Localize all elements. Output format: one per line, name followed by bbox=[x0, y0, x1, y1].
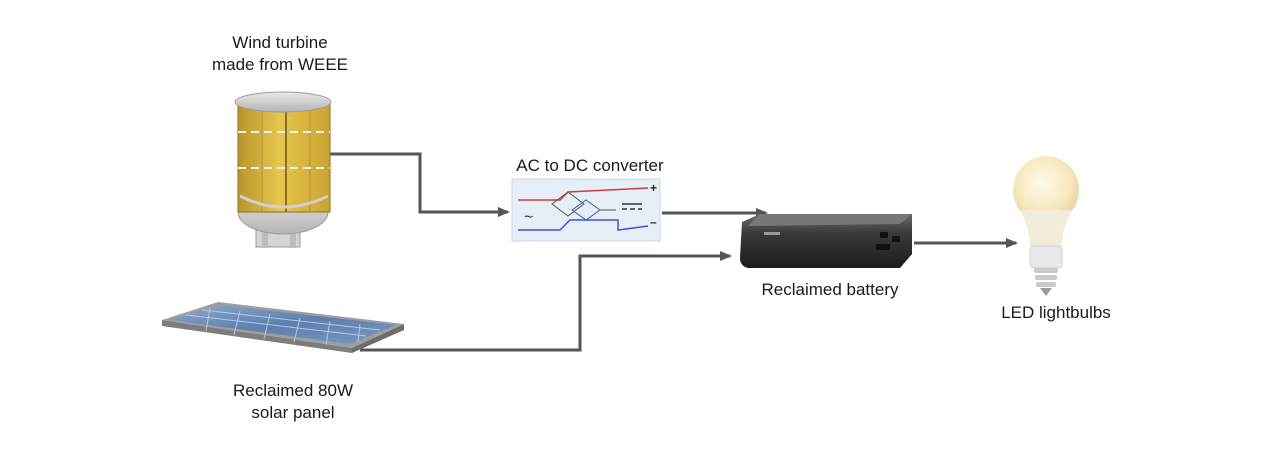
solar-panel-icon bbox=[162, 302, 404, 353]
wind-turbine-label-line-2: made from WEEE bbox=[211, 55, 349, 74]
turbine-to-converter-connector bbox=[326, 152, 510, 217]
connector-lines bbox=[326, 152, 1018, 352]
battery-label: Reclaimed battery bbox=[761, 280, 899, 299]
converter-label: AC to DC converter bbox=[516, 156, 664, 175]
wind-turbine-label-line-1: Wind turbine bbox=[232, 33, 328, 52]
solar-to-battery-connector bbox=[360, 251, 732, 352]
ac-symbol: ~ bbox=[524, 209, 533, 226]
led-bulb-icon bbox=[1013, 156, 1079, 296]
solar-panel-label: Reclaimed 80W solar panel bbox=[203, 380, 383, 424]
power-bank-icon bbox=[740, 214, 912, 268]
minus-terminal-label: – bbox=[650, 215, 657, 229]
wind-turbine-icon bbox=[234, 91, 332, 248]
lightbulb-label: LED lightbulbs bbox=[1001, 303, 1111, 322]
wind-turbine-label: Wind turbine made from WEEE bbox=[190, 32, 370, 76]
plus-terminal-label: + bbox=[650, 181, 657, 195]
solar-panel-label-line-2: solar panel bbox=[251, 403, 335, 422]
rectifier-circuit-icon: ~ + – bbox=[511, 178, 661, 242]
solar-panel-label-line-1: Reclaimed 80W bbox=[233, 381, 353, 400]
